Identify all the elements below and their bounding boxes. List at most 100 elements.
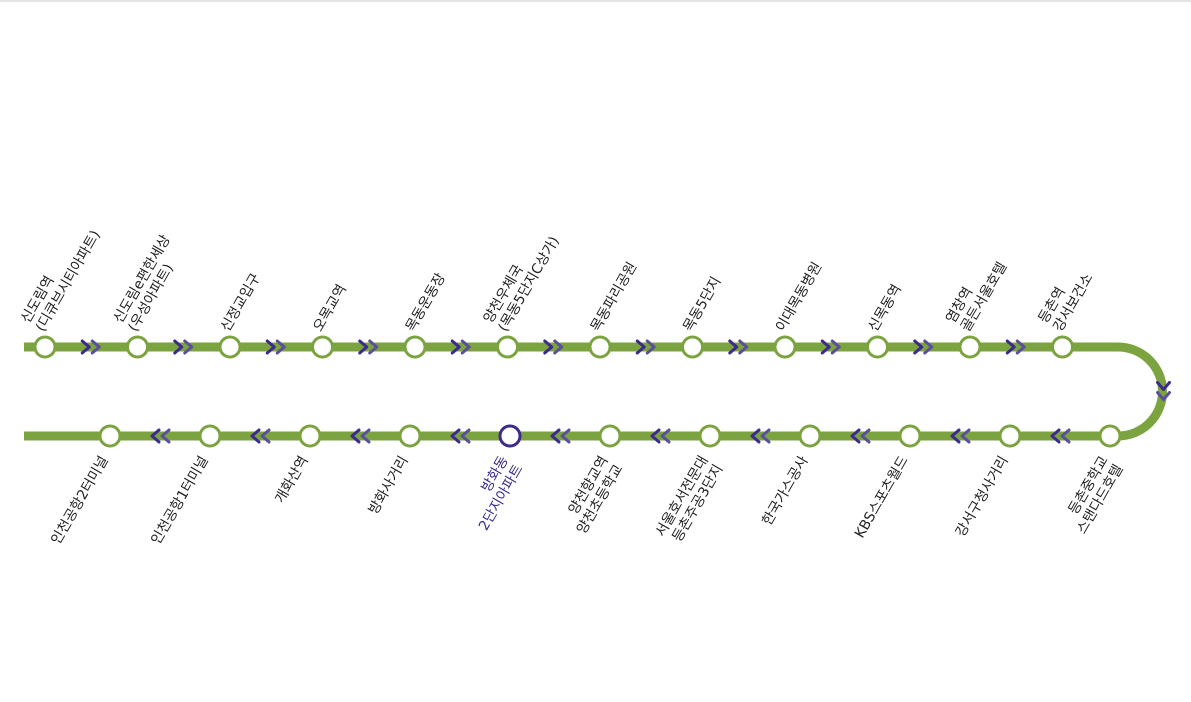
bottom-direction-arrow [450, 428, 471, 444]
direction-arrow-icon [923, 339, 934, 355]
top-station[interactable]: 양천우체국(목동5단지C상가) [481, 225, 563, 359]
top-direction-arrow [913, 339, 934, 355]
station-marker[interactable] [698, 424, 722, 448]
station-name-line: 방화사거리 [366, 454, 412, 518]
station-label: 목동운동장 [403, 271, 449, 335]
direction-arrow-icon [150, 428, 161, 444]
direction-arrow-icon [728, 339, 739, 355]
direction-arrow-icon [660, 428, 671, 444]
station-marker[interactable] [496, 335, 519, 359]
direction-arrow-icon [860, 428, 871, 444]
station-marker[interactable] [1098, 424, 1122, 448]
direction-arrow-icon [830, 339, 841, 355]
bottom-direction-arrow [350, 428, 371, 444]
bottom-station[interactable]: 인천공항2터미널 [48, 424, 122, 547]
station-marker[interactable] [98, 424, 122, 448]
station-label: 목동5단지 [680, 274, 724, 334]
station-marker[interactable] [298, 424, 322, 448]
station-name-line: 인천공항1터미널 [148, 454, 211, 548]
station-marker[interactable] [958, 335, 982, 359]
route-line [24, 342, 1167, 441]
direction-arrow-icon [750, 428, 761, 444]
top-direction-arrow [728, 339, 749, 355]
station-marker[interactable] [773, 335, 797, 359]
top-direction-arrow [635, 339, 656, 355]
top-direction-arrow [543, 339, 564, 355]
direction-arrow-icon [950, 428, 961, 444]
station-label: 등촌중학교스탠다드호텔 [1059, 453, 1126, 537]
direction-arrow-icon [550, 428, 561, 444]
top-station[interactable]: 이대목동병원 [773, 260, 825, 359]
station-marker[interactable] [126, 335, 149, 359]
top-station[interactable]: 염창역골든서울호텔 [943, 251, 1010, 359]
bottom-direction-arrow [1050, 428, 1071, 444]
station-marker[interactable] [898, 424, 922, 448]
bottom-direction-arrow [550, 428, 571, 444]
station-marker[interactable] [798, 424, 822, 448]
direction-arrow-icon [450, 428, 461, 444]
direction-arrow-icon [820, 339, 831, 355]
direction-arrow-icon [265, 339, 276, 355]
bottom-direction-arrow [750, 428, 771, 444]
station-marker[interactable] [588, 335, 612, 359]
station-label: 한국가스공사 [759, 453, 812, 528]
top-station[interactable]: 목동파리공원 [588, 260, 640, 359]
direction-arrow-icon [460, 428, 471, 444]
station-name-line: 강서구청사거리 [953, 454, 1012, 540]
direction-arrow-icon [260, 428, 271, 444]
station-label: 인천공항1터미널 [148, 454, 211, 548]
station-label: 오목교역 [310, 282, 350, 335]
station-marker[interactable] [398, 424, 422, 448]
direction-arrow-icon [913, 339, 924, 355]
station-marker[interactable] [681, 335, 704, 359]
station-name-line: 신목동역 [865, 282, 905, 335]
top-station[interactable]: 신도림역(디큐브시티아파트) [18, 219, 104, 359]
station-label: 신정교입구 [218, 271, 264, 335]
bottom-station[interactable]: 인천공항1터미널 [148, 424, 222, 548]
top-divider [0, 0, 1191, 2]
direction-arrow-icon [80, 339, 91, 355]
station-marker[interactable] [1051, 335, 1074, 359]
station-marker[interactable] [598, 424, 622, 448]
bottom-direction-arrow [650, 428, 671, 444]
direction-arrow-icon [560, 428, 571, 444]
station-marker[interactable] [311, 335, 334, 359]
station-label: 신도림e편한세상(우성아파트) [111, 232, 189, 334]
bottom-direction-arrow [950, 428, 971, 444]
direction-arrow-icon [450, 339, 461, 355]
top-direction-arrow [80, 339, 101, 355]
top-station[interactable]: 신도림e편한세상(우성아파트) [111, 232, 189, 359]
station-marker[interactable] [866, 335, 889, 359]
direction-arrow-icon [850, 428, 861, 444]
current-station-marker[interactable] [498, 424, 522, 448]
direction-arrow-icon [183, 339, 194, 355]
station-label: 서울호서전문대등촌주공3단지 [653, 454, 727, 549]
direction-arrow-icon [360, 428, 371, 444]
top-direction-arrow [173, 339, 194, 355]
current-station-label: 방화동2단지아파트 [461, 453, 526, 533]
station-label: 개화산역 [272, 454, 312, 507]
station-label: 강서구청사거리 [953, 454, 1012, 540]
direction-arrow-icon [1005, 339, 1016, 355]
station-label: 이대목동병원 [773, 260, 825, 335]
station-marker[interactable] [403, 335, 427, 359]
direction-arrow-icon [460, 339, 471, 355]
direction-arrow-icon [275, 339, 286, 355]
station-name-line: 목동5단지 [680, 274, 724, 334]
station-label: KBS스포츠월드 [852, 453, 912, 541]
station-marker[interactable] [218, 335, 242, 359]
direction-arrow-icon [543, 339, 554, 355]
bottom-station[interactable]: 강서구청사거리 [953, 424, 1022, 540]
station-marker[interactable] [33, 335, 57, 359]
station-name-line: 개화산역 [272, 454, 312, 507]
station-label: 방화사거리 [366, 454, 412, 518]
top-direction-arrow [450, 339, 471, 355]
bottom-station[interactable]: 서울호서전문대등촌주공3단지 [653, 424, 727, 549]
station-marker[interactable] [198, 424, 222, 448]
direction-arrow-icon [738, 339, 749, 355]
bottom-station[interactable]: 방화동2단지아파트 [461, 424, 527, 533]
bottom-station[interactable]: KBS스포츠월드 [852, 424, 922, 541]
top-direction-arrow [265, 339, 286, 355]
station-marker[interactable] [998, 424, 1022, 448]
